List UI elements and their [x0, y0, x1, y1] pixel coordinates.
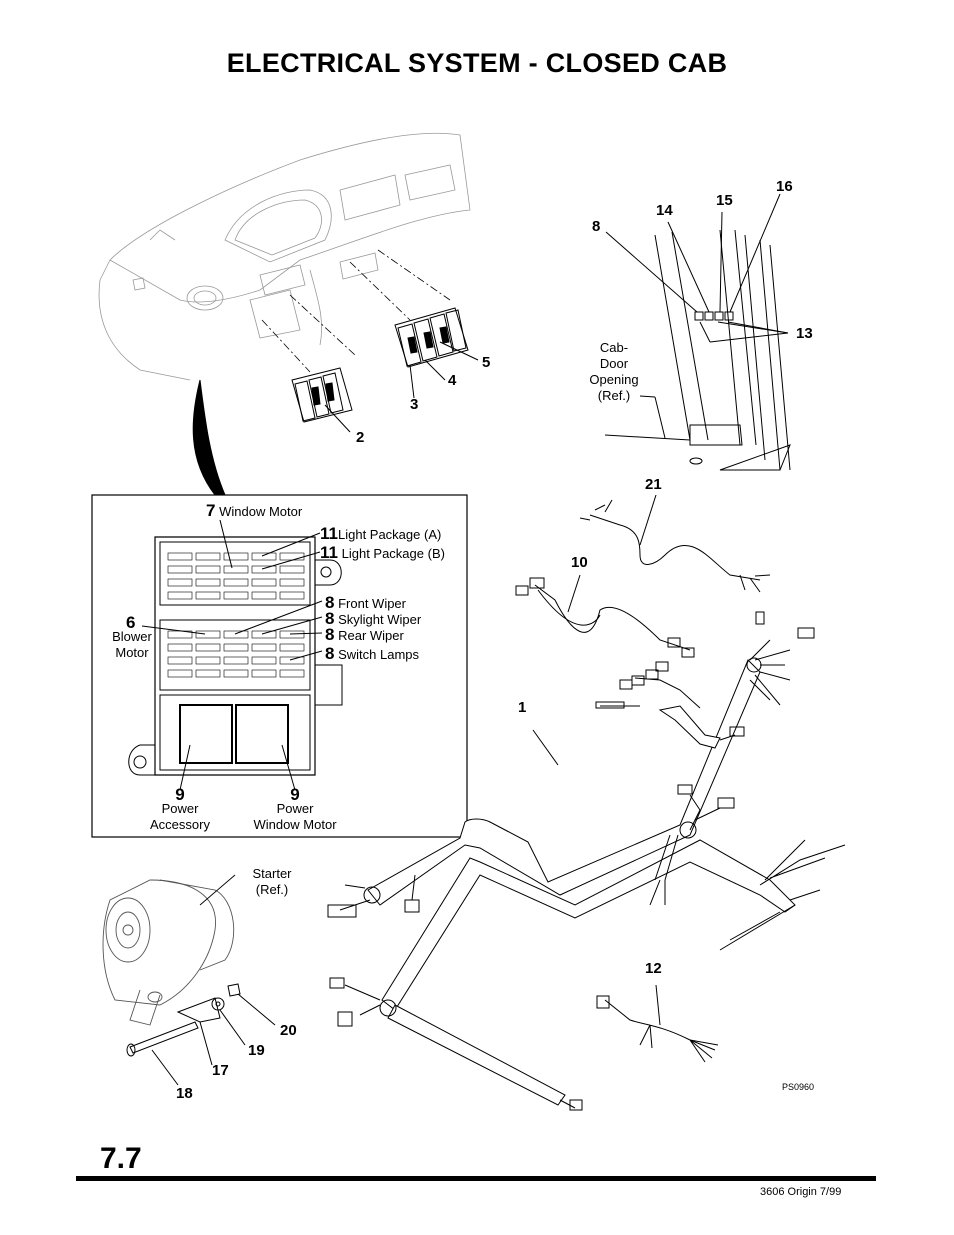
- fuse-item-window-motor: 7 Window Motor: [206, 501, 303, 520]
- fuse-block: [128, 519, 343, 791]
- callout-8: 8: [592, 218, 601, 235]
- callout-2: 2: [356, 429, 365, 446]
- footer-rule: [76, 1176, 876, 1181]
- switch-group-lower: [291, 367, 353, 423]
- cab-door-label: Cab- Door Opening (Ref.): [589, 340, 639, 403]
- page-title: ELECTRICAL SYSTEM - CLOSED CAB: [226, 48, 728, 78]
- figure-id: PS0960: [782, 1082, 815, 1092]
- callout-14: 14: [656, 202, 673, 219]
- fuse-item-power-window-motor: 9 Power Window Motor: [253, 785, 337, 832]
- fuse-panel-box: [91, 494, 468, 838]
- callout-5: 5: [482, 354, 491, 371]
- callout-3: 3: [410, 396, 419, 413]
- callout-13: 13: [796, 325, 813, 342]
- fuse-item-skylight-wiper: 8 Skylight Wiper: [325, 609, 422, 628]
- main-harness: [327, 611, 846, 1111]
- callout-15: 15: [716, 192, 733, 209]
- harness-21: [579, 494, 771, 593]
- callout-19: 19: [248, 1042, 265, 1059]
- cab-door-frame: [604, 193, 791, 471]
- callout-1: 1: [518, 699, 527, 716]
- switch-group-upper: [394, 307, 469, 368]
- starter-label: Starter (Ref.): [252, 866, 292, 897]
- fuse-item-front-wiper: 8 Front Wiper: [325, 593, 406, 612]
- dashboard-outline: [98, 132, 471, 381]
- callout-12: 12: [645, 960, 662, 977]
- harness-12: [596, 984, 719, 1063]
- callout-18: 18: [176, 1085, 193, 1102]
- fuse-item-rear-wiper: 8 Rear Wiper: [325, 625, 404, 644]
- callout-17: 17: [212, 1062, 229, 1079]
- callout-16: 16: [776, 178, 793, 195]
- footer-text: 3606 Origin 7/99: [760, 1186, 842, 1198]
- callout-4: 4: [448, 372, 457, 389]
- callout-10: 10: [571, 554, 588, 571]
- starter-hardware: [126, 983, 276, 1086]
- section-number: 7.7: [100, 1142, 142, 1175]
- callout-20: 20: [280, 1022, 297, 1039]
- fuse-item-power-accessory: 9 Power Accessory: [150, 785, 210, 832]
- callout-21: 21: [645, 476, 662, 493]
- fuse-item-blower-motor: 6 Blower Motor: [112, 613, 152, 660]
- fuse-item-switch-lamps: 8 Switch Lamps: [325, 644, 420, 663]
- fuse-item-light-a: 11Light Package (A): [320, 524, 442, 543]
- fuse-item-light-b: 11 Light Package (B): [320, 543, 445, 562]
- starter-assembly: [102, 874, 236, 1026]
- harness-10: [515, 574, 695, 658]
